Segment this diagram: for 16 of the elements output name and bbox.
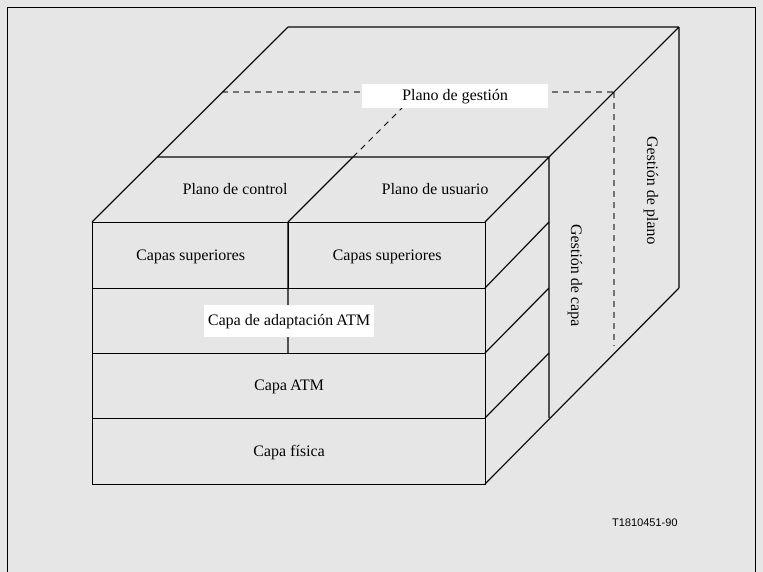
- layer-box: [92, 288, 486, 354]
- layer-name: Capa de adaptación ATM: [204, 305, 374, 337]
- layer-name: Capas superiores: [332, 246, 442, 266]
- plane-name: Plano de control: [182, 180, 288, 200]
- layer-name: Capa física: [253, 442, 325, 462]
- layer-name: Capa ATM: [254, 376, 324, 396]
- layer-box: [92, 418, 486, 485]
- plane-name: Gestión de plano: [642, 136, 661, 244]
- plane-name: Gestión de capa: [566, 224, 585, 326]
- layer-name: Capas superiores: [136, 246, 245, 266]
- layer-box: [288, 222, 486, 289]
- layer-box: [92, 353, 486, 419]
- plane-name: Plano de gestión: [402, 86, 508, 106]
- figure-id: T1810451-90: [612, 517, 678, 529]
- layer-box: [92, 222, 289, 289]
- plane-name: Plano de usuario: [382, 180, 488, 200]
